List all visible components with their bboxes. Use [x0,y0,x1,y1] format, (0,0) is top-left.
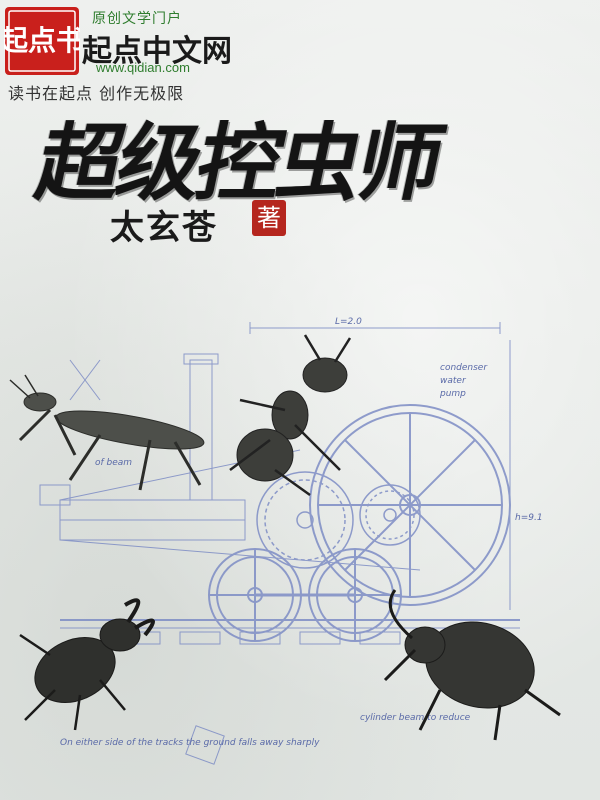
publisher-tagline: 原创文学门户 [92,11,182,27]
gear-small [359,484,421,546]
note-right-1: condenser [440,363,488,373]
note-right-2: water [440,376,467,386]
publisher-slogan: 读书在起点 创作无极限 [8,84,185,103]
note-dimension-right: h=9.1 [515,513,543,523]
publisher-name: 起点中文网 [82,34,232,69]
author-mark: 著 [252,200,286,236]
rhino-beetle-illustration [383,589,561,741]
book-title: 超级控虫师 [28,114,450,212]
ant-illustration [229,334,352,497]
sketch-diagram [185,725,225,765]
note-mantis: of beam [95,458,132,468]
blueprint-illustration: L=2.0 condenser water pump h=9.1 of beam… [9,317,561,765]
stag-beetle-illustration [19,598,155,731]
note-bottom-right: cylinder beam to reduce [360,713,471,723]
book-author: 太玄苍 [110,208,218,248]
gear-large [256,471,354,569]
note-right-3: pump [439,389,466,399]
qidian-seal-logo: 起点书 [4,7,80,75]
chimney [189,359,213,501]
publisher-url: www.qidian.com [96,60,190,75]
flywheel [309,404,511,606]
note-dimension-top: L=2.0 [335,317,362,327]
mantis-illustration [9,374,205,491]
note-bottom-left: On either side of the tracks the ground … [60,738,320,748]
seal-text: 起点书 [4,24,80,57]
